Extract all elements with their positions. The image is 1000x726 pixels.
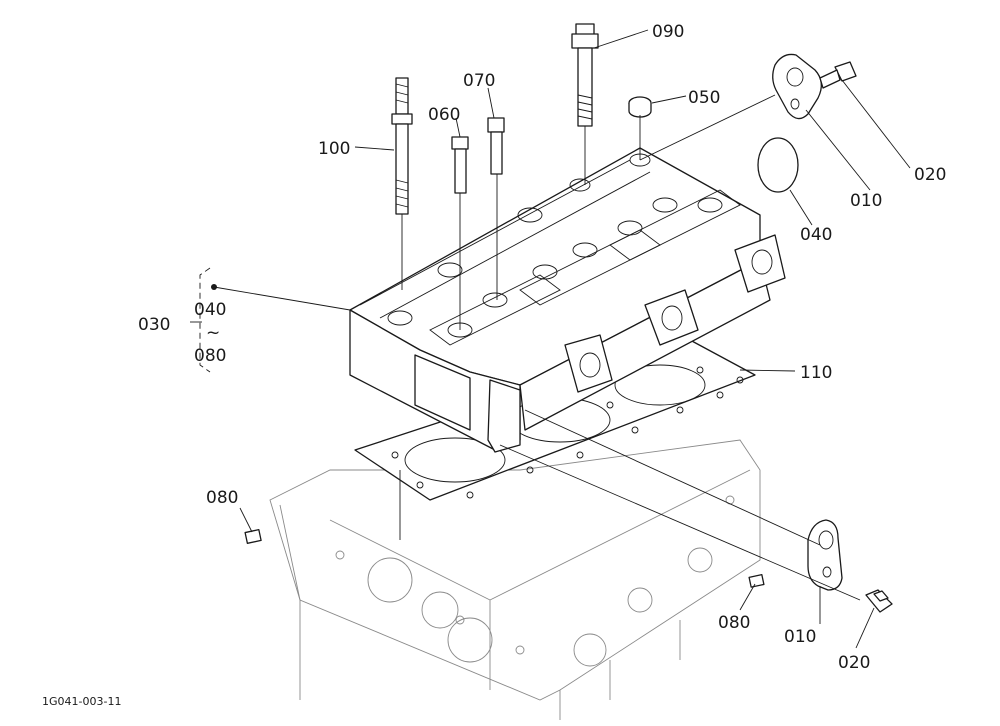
leader-lines bbox=[190, 29, 911, 649]
bolt-020-top bbox=[819, 61, 857, 89]
cylinder-head bbox=[349, 147, 786, 453]
head-top-details bbox=[359, 153, 741, 346]
engine-block-outline bbox=[269, 439, 761, 720]
figure-id: 1G041-003-11 bbox=[42, 695, 121, 708]
seal-050 bbox=[628, 96, 652, 118]
callout-040-plug: 040 bbox=[800, 225, 832, 245]
callout-060: 060 bbox=[428, 105, 460, 125]
callout-070: 070 bbox=[463, 71, 495, 91]
callout-020-top: 020 bbox=[914, 165, 946, 185]
callout-020-bottom: 020 bbox=[838, 653, 870, 673]
callout-090: 090 bbox=[652, 22, 684, 42]
valve-guide-070 bbox=[487, 117, 505, 175]
plug-040 bbox=[757, 137, 799, 193]
hanger-plate-010-top bbox=[772, 53, 822, 120]
callout-010-top: 010 bbox=[850, 191, 882, 211]
callout-100: 100 bbox=[318, 139, 350, 159]
callout-030-range-from: 040 bbox=[194, 300, 226, 320]
callout-110: 110 bbox=[800, 363, 832, 383]
bolt-020-bottom bbox=[865, 589, 893, 613]
callout-050: 050 bbox=[688, 88, 720, 108]
callout-010-bottom: 010 bbox=[784, 627, 816, 647]
stud-100 bbox=[391, 77, 413, 215]
callout-030: 030 bbox=[138, 315, 170, 335]
callout-030-range-tilde: ~ bbox=[206, 323, 220, 343]
callout-dot bbox=[211, 284, 217, 290]
hanger-plate-010-bottom bbox=[807, 519, 843, 591]
callout-labels: 090 070 060 050 100 010 020 040 030 040 … bbox=[138, 22, 946, 673]
plug-080-right bbox=[748, 574, 765, 588]
callout-080-right: 080 bbox=[718, 613, 750, 633]
callout-080-left: 080 bbox=[206, 488, 238, 508]
head-bolt-090 bbox=[571, 23, 599, 127]
valve-guide-060 bbox=[451, 136, 469, 194]
callout-030-range-to: 080 bbox=[194, 346, 226, 366]
plug-080-left bbox=[244, 529, 262, 544]
